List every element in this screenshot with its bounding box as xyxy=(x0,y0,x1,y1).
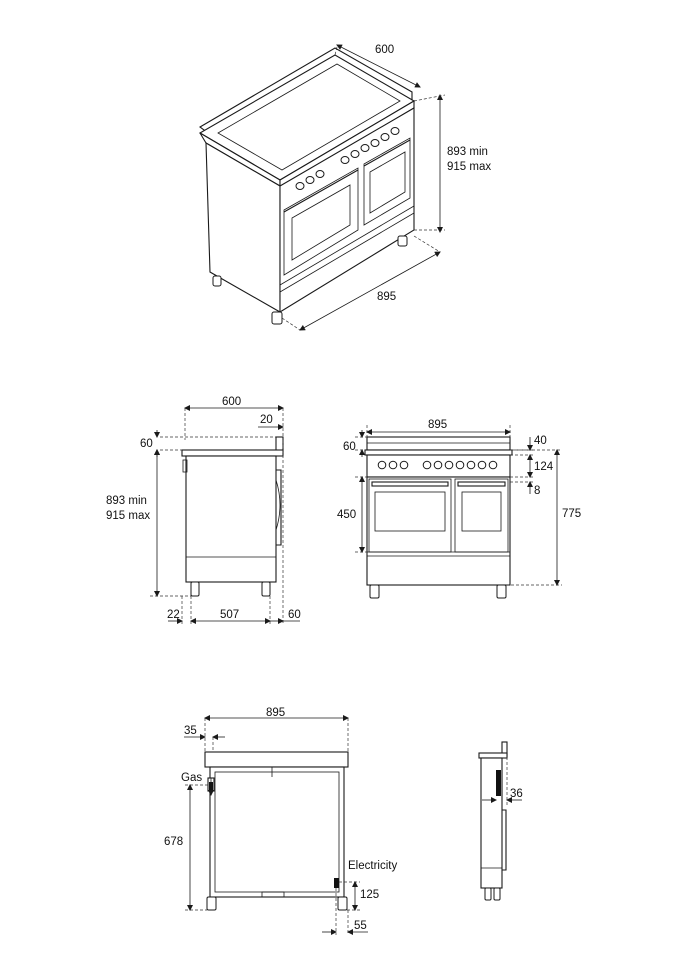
back-gas-label: Gas xyxy=(181,772,202,784)
back-view: 895 35 Gas Electricity 678 125 xyxy=(164,707,397,935)
mini-side-view: 36 xyxy=(478,741,523,901)
side-depth-label: 600 xyxy=(222,396,241,408)
iso-aux-oven-door xyxy=(363,137,411,226)
front-hob-edge xyxy=(364,449,513,456)
side-oven-handle xyxy=(276,469,282,546)
side-top-offset-label: 20 xyxy=(260,414,273,426)
iso-width-label: 895 xyxy=(377,291,396,303)
side-base-depth-label: 507 xyxy=(220,609,239,621)
side-view: 600 20 60 893 min 915 max xyxy=(106,396,301,625)
iso-foot xyxy=(397,235,408,247)
side-top xyxy=(181,449,284,457)
side-back-height-label: 60 xyxy=(140,438,153,450)
front-worktop-height-label: 775 xyxy=(562,508,581,520)
front-backguard xyxy=(366,436,511,451)
back-electricity-offset-label: 55 xyxy=(354,920,367,932)
side-foot xyxy=(261,581,271,597)
back-electricity-inlet xyxy=(334,878,339,888)
mini-offset-label: 36 xyxy=(510,788,523,800)
back-width-label: 895 xyxy=(266,707,285,719)
front-panel-label: 124 xyxy=(534,461,554,473)
isometric-view: 600 893 min 915 max 895 xyxy=(198,44,491,331)
back-foot xyxy=(206,896,217,911)
front-view: 895 xyxy=(337,419,581,599)
iso-hob-glass xyxy=(217,63,401,171)
mini-foot xyxy=(493,887,501,901)
back-gas-height-label: 678 xyxy=(164,836,183,848)
iso-aux-oven-window xyxy=(369,151,406,214)
front-foot xyxy=(369,584,380,599)
front-panel-gap-label: 8 xyxy=(534,485,540,497)
side-foot-right-label: 60 xyxy=(288,609,301,621)
mini-top xyxy=(478,752,508,759)
side-foot-left-label: 22 xyxy=(167,609,180,621)
front-backguard-label: 60 xyxy=(343,441,356,453)
back-top xyxy=(204,751,349,768)
side-body xyxy=(185,455,277,583)
front-oven-height-label: 450 xyxy=(337,509,356,521)
back-foot xyxy=(337,896,348,911)
iso-main-oven-door xyxy=(283,167,359,276)
front-aux-oven-window xyxy=(461,491,502,532)
iso-foot xyxy=(271,311,283,325)
back-electricity-height-label: 125 xyxy=(360,889,379,901)
back-gas-offset-label: 35 xyxy=(184,725,197,737)
front-foot xyxy=(496,584,507,599)
front-width-label: 895 xyxy=(428,419,447,431)
iso-height-min-label: 893 min xyxy=(447,146,488,158)
side-foot xyxy=(190,581,200,597)
mini-foot xyxy=(484,887,492,901)
iso-depth-label: 600 xyxy=(375,44,394,56)
back-electricity-label: Electricity xyxy=(348,860,397,872)
front-knobs xyxy=(377,460,498,470)
back-body xyxy=(209,766,345,898)
iso-foot xyxy=(212,275,222,287)
side-height-min-label: 893 min xyxy=(106,495,147,507)
front-top-gap-label: 40 xyxy=(534,435,547,447)
iso-height-max-label: 915 max xyxy=(447,161,491,173)
side-height-max-label: 915 max xyxy=(106,510,150,522)
mini-gas-pipe xyxy=(496,770,501,796)
iso-main-oven-window xyxy=(291,184,351,261)
front-main-oven-window xyxy=(374,491,446,532)
iso-knobs xyxy=(295,127,400,190)
